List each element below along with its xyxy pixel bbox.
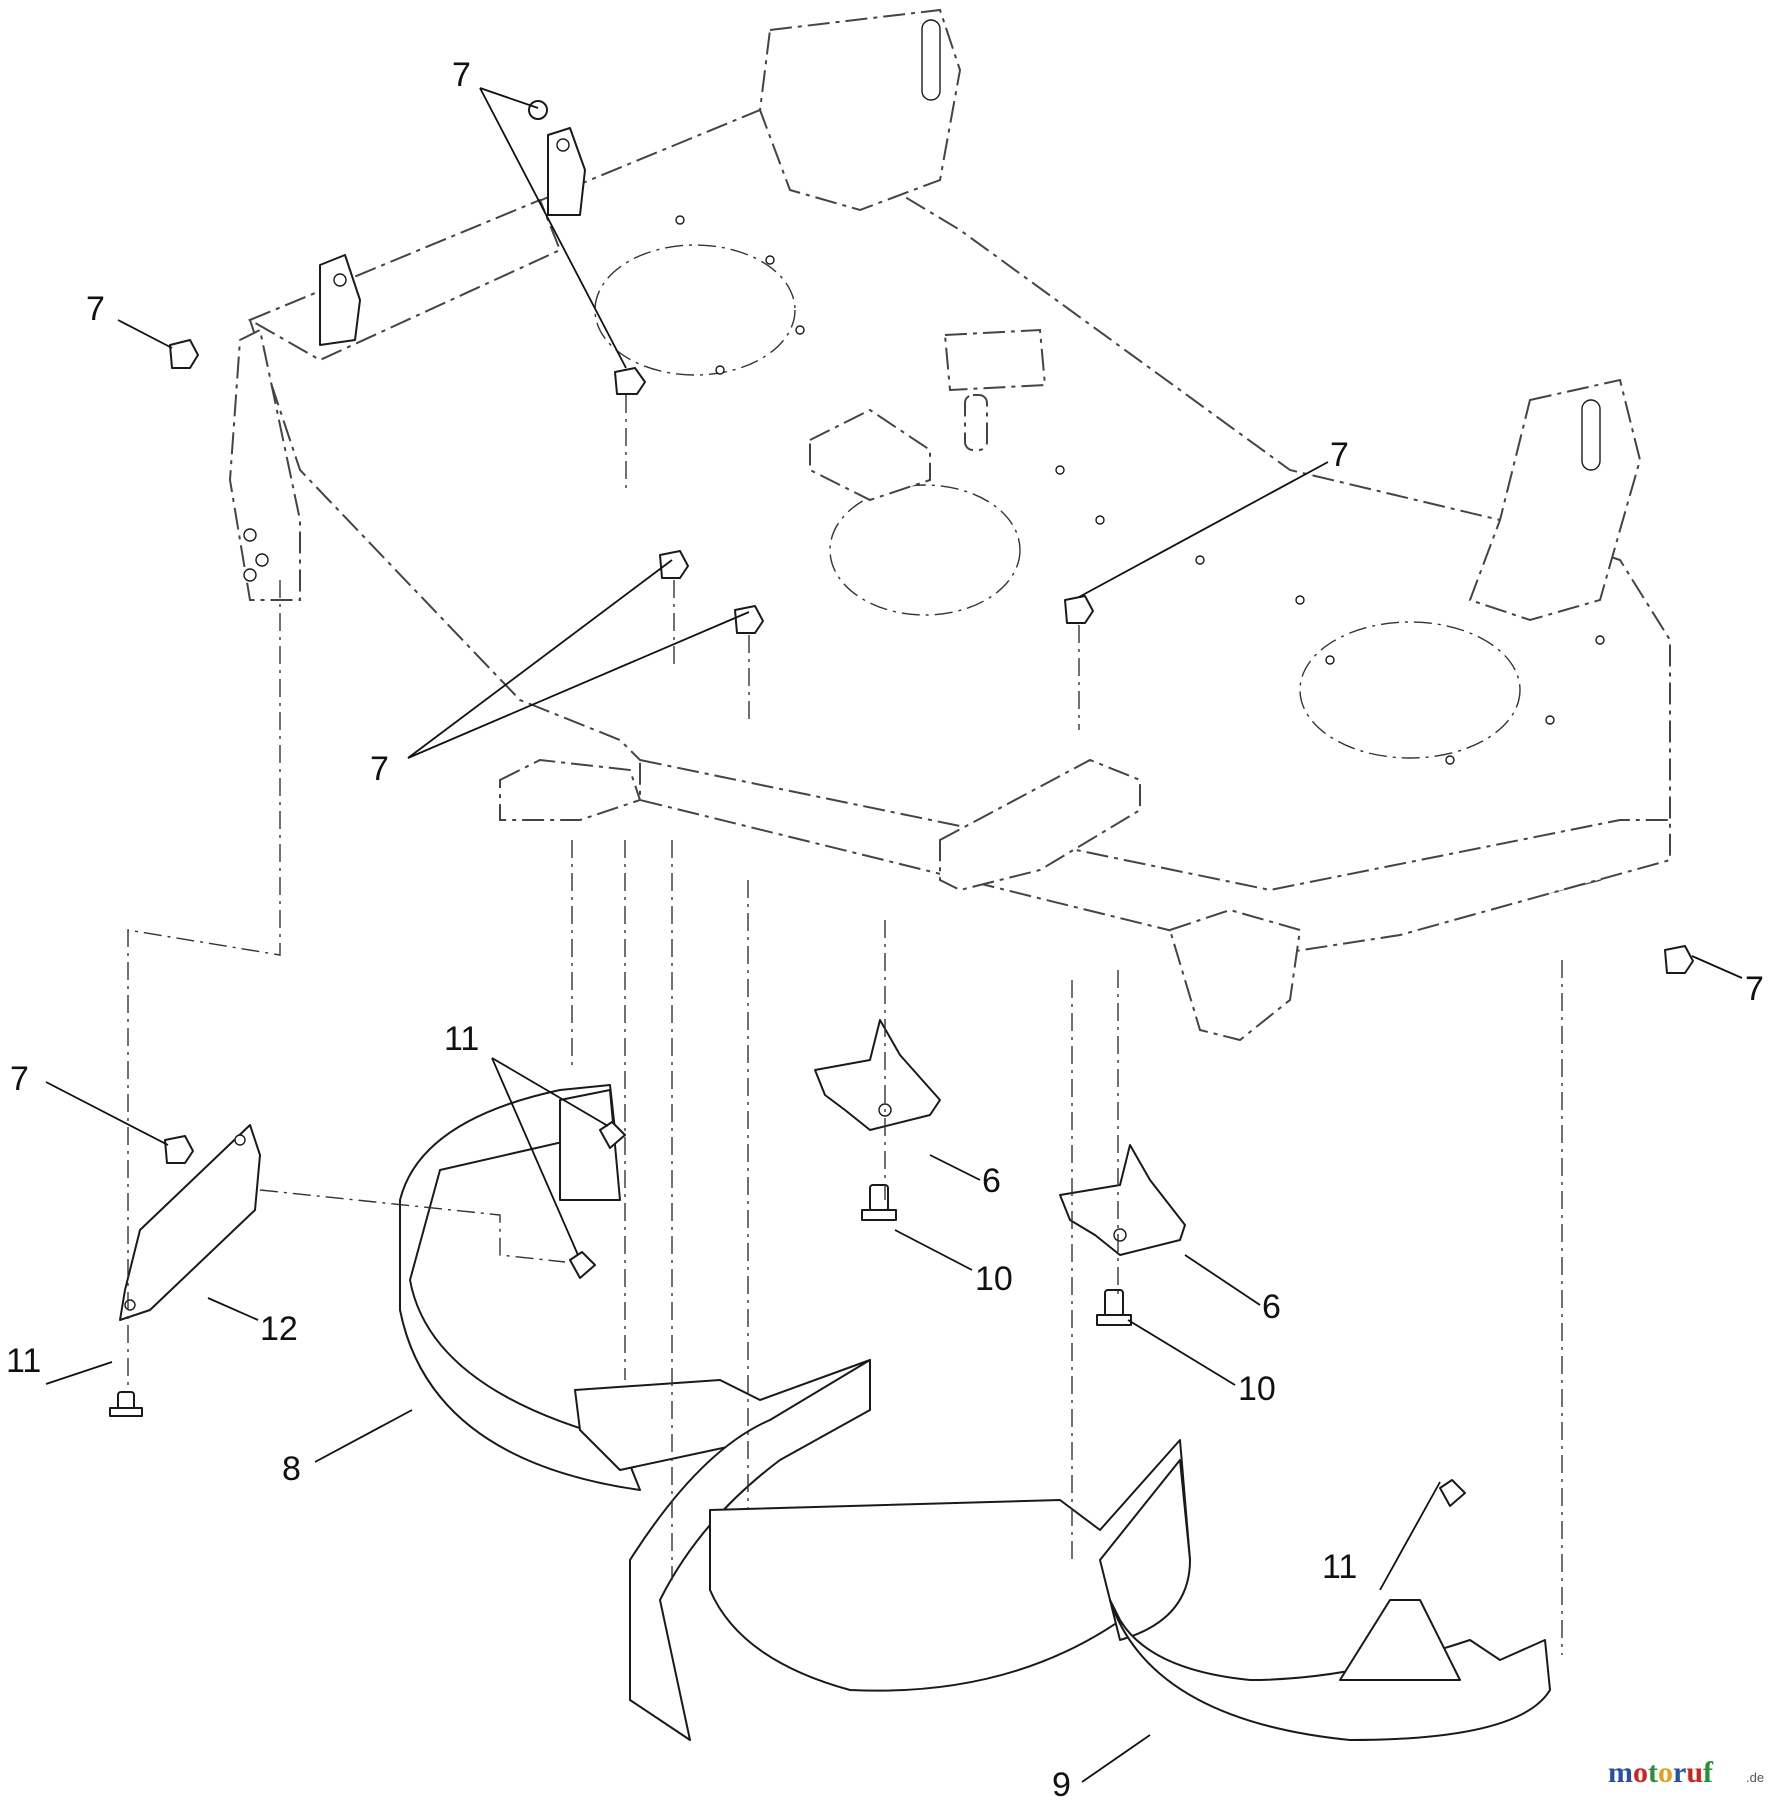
callout-9: 9 (1052, 1766, 1071, 1800)
nut-7-baffle (164, 1135, 194, 1164)
callout-7-right: 7 (1330, 436, 1349, 474)
callout-11-rear: 11 (1322, 1548, 1357, 1586)
bolt-10-lower (1096, 1289, 1132, 1326)
callout-10-upper: 10 (975, 1260, 1013, 1298)
callouts: 7 7 7 7 7 7 11 11 11 6 6 10 10 12 8 9 (6, 56, 1764, 1800)
wm-letter: f (1703, 1756, 1714, 1789)
bolt-11-baffle-lower (569, 1251, 596, 1279)
baffle-8 (399, 1084, 871, 1491)
nut-7-right (1064, 595, 1094, 730)
nut-7-mid-a (659, 550, 689, 670)
wm-letter: r (1673, 1756, 1686, 1789)
callout-7-mid: 7 (370, 750, 389, 788)
mower-deck (228, 8, 1671, 1042)
callout-11-baffle: 11 (444, 1020, 479, 1058)
leader-lines (45, 87, 1743, 1783)
nut-7-front-right (1664, 945, 1694, 974)
svg-text:motoruf: motoruf (1608, 1756, 1714, 1789)
wm-letter: m (1608, 1756, 1633, 1789)
bolt-11-rear (1439, 1479, 1466, 1507)
nut-7-center (614, 367, 646, 490)
callout-11-bracket: 11 (6, 1342, 41, 1380)
callout-6-lower: 6 (1262, 1288, 1281, 1326)
callout-12: 12 (260, 1310, 298, 1348)
callout-7-baffle-bracket: 7 (10, 1060, 29, 1098)
wm-letter: t (1648, 1756, 1658, 1789)
nut-7-mid-b (734, 605, 764, 720)
baffle-9 (1099, 1459, 1551, 1741)
wm-letter: o (1658, 1756, 1673, 1789)
wm-letter: u (1686, 1756, 1703, 1789)
callout-10-lower: 10 (1238, 1370, 1276, 1408)
bracket-6-lower (1059, 1144, 1186, 1256)
nut-7-rear-left (169, 339, 199, 369)
callout-7-top: 7 (452, 56, 471, 94)
wm-letter: o (1633, 1756, 1648, 1789)
bolt-10-upper (861, 1184, 897, 1221)
bolt-11-bracket (109, 1391, 143, 1417)
bolt-11-baffle-upper (599, 1121, 626, 1149)
callout-6-upper: 6 (982, 1162, 1001, 1200)
callout-8: 8 (282, 1450, 301, 1488)
alignment-lines (127, 580, 1563, 1655)
watermark-logo: motoruf .de (1608, 1756, 1764, 1789)
callout-7-front-right: 7 (1745, 970, 1764, 1008)
nut-7-top (528, 100, 548, 120)
bracket-6-upper (814, 1019, 941, 1131)
callout-7-left: 7 (86, 290, 105, 328)
wm-suffix: .de (1746, 1770, 1764, 1785)
